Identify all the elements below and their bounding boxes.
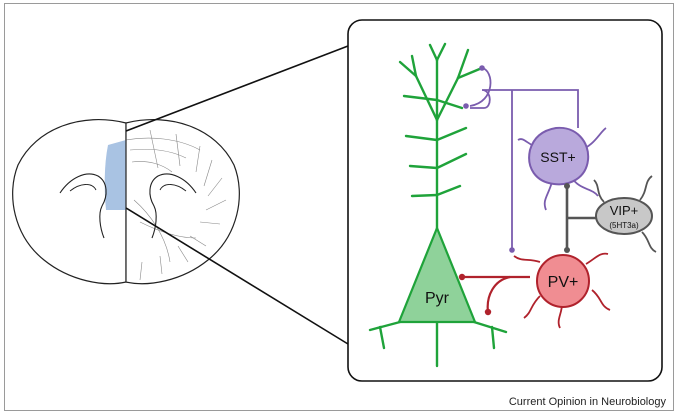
left-ventricle — [59, 173, 107, 239]
sst-axon-loop — [469, 67, 492, 107]
pv-interneuron: PV+ — [458, 252, 611, 329]
left-ventricle-inner — [69, 184, 97, 192]
left-hemisphere — [12, 119, 127, 285]
pv-soma — [536, 254, 590, 308]
right-ventricle-inner — [159, 184, 187, 192]
vip-soma — [595, 197, 653, 235]
pv-axon-basket — [486, 275, 511, 313]
sst-axon — [470, 89, 579, 128]
sst-label: SST+ — [540, 149, 575, 165]
zoom-line-bottom — [125, 207, 349, 345]
sst-synapse-mid — [463, 103, 469, 109]
sst-pv-synapse — [509, 247, 515, 253]
figure-frame — [4, 3, 674, 411]
brain-section — [12, 119, 240, 285]
sst-synapse-top — [479, 65, 485, 71]
vip-sst-synapse — [564, 183, 570, 189]
pv-basal-synapse — [484, 308, 492, 316]
cortex-highlight — [104, 140, 126, 210]
right-ventricle — [149, 173, 197, 239]
vip-interneuron: VIP+ (5HT3a) — [564, 175, 657, 253]
sst-interneuron: SST+ — [463, 65, 607, 253]
pyr-label: Pyr — [425, 290, 450, 307]
pv-label: PV+ — [548, 274, 579, 291]
right-hemisphere — [125, 119, 240, 285]
figure-caption: Current Opinion in Neurobiology — [508, 396, 666, 408]
vip-pv-synapse — [564, 247, 570, 253]
pv-pyr-synapse — [458, 273, 466, 281]
vip-label: VIP+ — [610, 203, 639, 218]
vip-sublabel: (5HT3a) — [609, 221, 639, 230]
pyramidal-dendrites — [368, 42, 508, 368]
zoom-line-top — [125, 45, 349, 132]
sst-soma — [528, 126, 590, 186]
pyramidal-soma — [397, 225, 477, 324]
